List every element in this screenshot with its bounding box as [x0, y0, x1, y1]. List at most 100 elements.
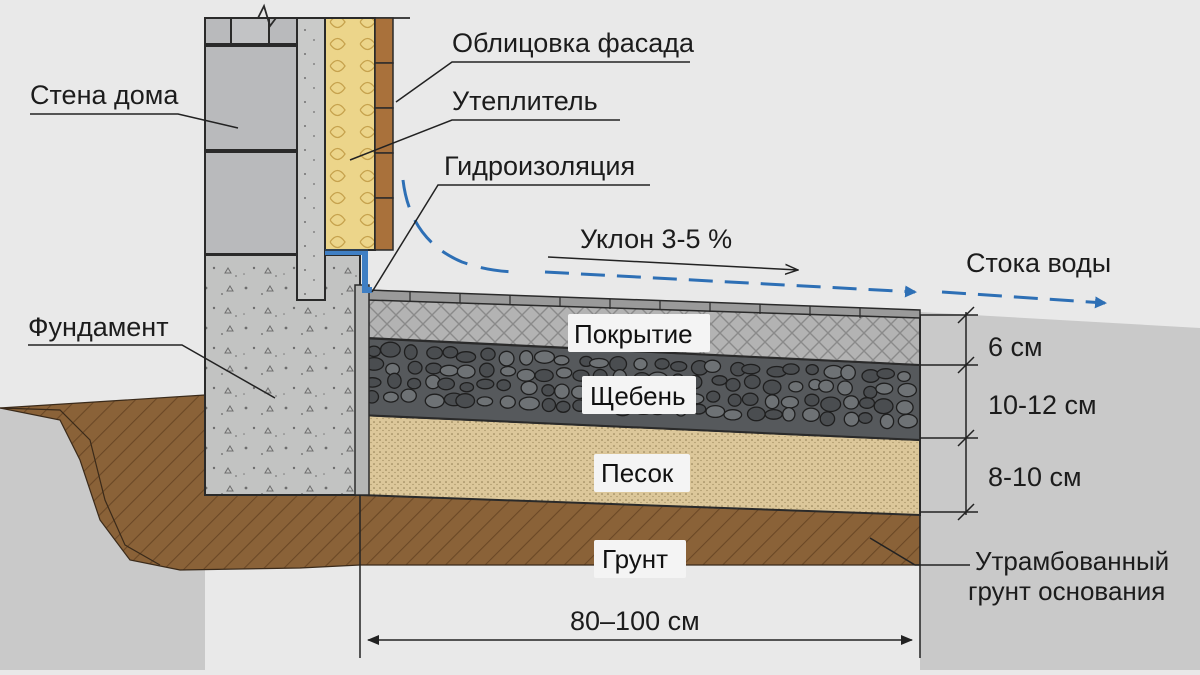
gravel-stone [555, 400, 571, 413]
gravel-stone [805, 363, 819, 376]
gravel-stone [480, 347, 496, 361]
gravel-stone [861, 369, 881, 383]
brick-wall [204, 17, 298, 255]
gravel-stone [476, 378, 495, 390]
label-slope: Уклон 3-5 % [580, 224, 732, 254]
label-compacted-line2: грунт основания [968, 576, 1165, 606]
waterproofing-membrane [325, 249, 372, 293]
gravel-stone [555, 367, 573, 379]
layer-name-gravel: Щебень [590, 381, 686, 411]
gravel-stone [746, 406, 766, 422]
leader-waterproofing [371, 184, 650, 293]
ground-surface [0, 312, 1200, 670]
gravel-stone [439, 364, 459, 377]
label-runoff: Стока воды [966, 248, 1111, 278]
gravel-stone [406, 377, 422, 390]
leader-compacted [869, 537, 970, 566]
gravel-stone [723, 409, 743, 421]
gravel-stone [426, 346, 444, 360]
gravel-stone [764, 394, 780, 410]
water-flow-arrow-2 [941, 290, 1107, 309]
gravel-stone [741, 392, 759, 407]
gravel-stone [455, 351, 477, 363]
gravel-stone [873, 398, 894, 415]
layer-name-soil: Грунт [602, 544, 668, 574]
gravel-stone [804, 393, 820, 407]
gravel-stone [424, 393, 445, 409]
leader-insulation [349, 119, 620, 161]
label-waterproofing: Гидроизоляция [444, 151, 635, 181]
wall-core-column [296, 17, 326, 301]
layer-name-paving: Покрытие [574, 319, 693, 349]
gravel-stone [895, 399, 914, 415]
leader-foundation [28, 344, 276, 399]
gravel-stone [476, 396, 494, 407]
layer-name-sand: Песок [601, 458, 674, 488]
gravel-stone [840, 364, 856, 381]
thickness-sand: 8-10 см [988, 462, 1082, 492]
gravel-stone [743, 374, 761, 390]
gravel-stone [387, 372, 402, 389]
gravel-stone [843, 411, 860, 427]
insulation-layer [324, 17, 376, 251]
gravel-stone [519, 350, 534, 366]
gravel-stone [459, 381, 475, 393]
gravel-stone [516, 368, 536, 382]
gravel-stone [818, 379, 835, 393]
label-insulation: Утеплитель [452, 86, 598, 116]
gravel-stone [897, 382, 918, 398]
gravel-stone [897, 413, 918, 429]
gravel-stone [455, 393, 476, 409]
gravel-stone [533, 350, 556, 364]
gravel-stone [499, 395, 516, 409]
gravel-stone [498, 350, 515, 367]
gravel-stone [879, 413, 895, 430]
label-compacted-line1: Утрамбованный [975, 546, 1169, 576]
gravel-stone [518, 396, 540, 411]
gravel-stone [442, 346, 459, 359]
gravel-stone [407, 360, 423, 375]
gravel-stone [711, 375, 728, 386]
gravel-stone [456, 364, 476, 379]
gravel-stone [863, 385, 878, 399]
gravel-stone [382, 391, 399, 403]
gravel-stone [725, 377, 741, 392]
gravel-stone [478, 362, 495, 378]
slope-arrow [547, 256, 798, 270]
gravel-stone [496, 379, 512, 392]
gravel-stone [705, 404, 726, 419]
gravel-stone [843, 395, 860, 410]
gravel-stone [520, 380, 538, 396]
thickness-paving: 6 см [988, 332, 1043, 362]
water-flow-arrow-1 [544, 270, 917, 298]
gravel-stone [727, 393, 742, 407]
gravel-stone [379, 341, 401, 358]
gravel-stone [823, 364, 844, 380]
gravel-stone [858, 397, 876, 409]
gravel-stone [403, 344, 418, 361]
foundation-block [204, 254, 361, 496]
gravel-stone [425, 362, 443, 375]
gravel-stone [782, 406, 796, 422]
gravel-stone [780, 395, 800, 409]
gravel-stone [741, 363, 761, 375]
gravel-stone [802, 407, 820, 422]
gravel-stone [764, 408, 783, 420]
gravel-stone [706, 390, 721, 403]
gravel-stone [633, 357, 648, 371]
label-width-dimension: 80–100 см [570, 606, 700, 636]
gravel-stone [670, 360, 688, 372]
gravel-stone [554, 383, 570, 400]
gravel-stone [788, 380, 804, 393]
gravel-stone [654, 358, 670, 370]
gravel-stone [437, 377, 456, 391]
gravel-stone [400, 388, 417, 403]
leader-facade [395, 61, 690, 103]
gravel-stone [819, 411, 836, 427]
gravel-stone [553, 355, 570, 366]
label-facade: Облицовка фасада [452, 28, 695, 58]
gravel-stone [820, 396, 842, 413]
gravel-stone [837, 380, 853, 396]
facade-cladding [374, 17, 394, 251]
